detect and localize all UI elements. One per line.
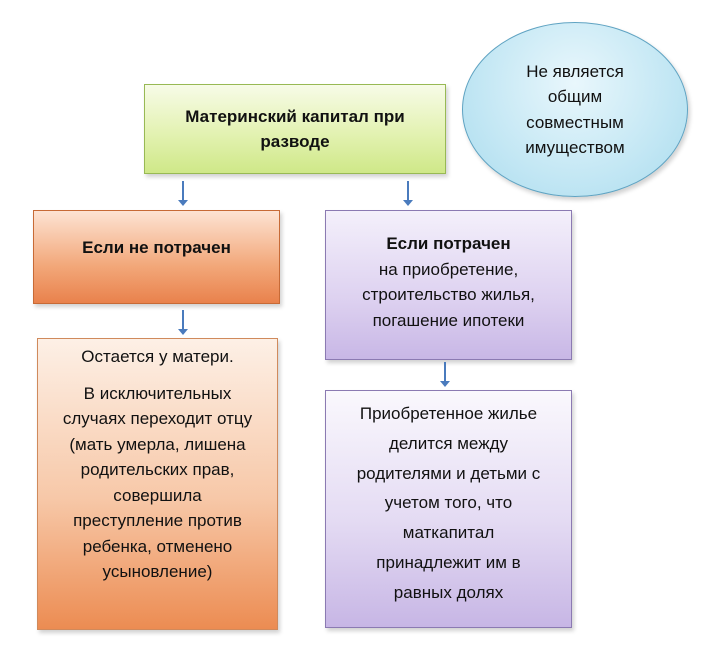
housing-line-1: Приобретенное жилье bbox=[359, 404, 538, 423]
housing-line-6: принадлежит им в bbox=[376, 552, 521, 572]
housing-line-4: учетом того, что bbox=[384, 493, 513, 513]
mother-exception-text: В исключительных случаях переходит отцу … bbox=[63, 381, 252, 585]
housing-line-5: маткапитал bbox=[402, 523, 495, 542]
not-spent-heading: Если не потрачен bbox=[82, 238, 231, 257]
not-spent-box: Если не потрачен bbox=[33, 210, 280, 304]
mother-box: Остается у матери. В исключительных случ… bbox=[37, 338, 278, 630]
mother-line-4: родительских прав, bbox=[80, 460, 235, 479]
title-box: Материнский капитал при разводе bbox=[144, 84, 446, 174]
arrow-spent-to-housing bbox=[440, 362, 450, 388]
mother-line-1: В исключительных bbox=[83, 383, 232, 403]
mother-first-line: Остается у матери. bbox=[81, 347, 234, 366]
mother-line-6: преступление против bbox=[73, 511, 242, 530]
note-circle: Не является общим совместным имуществом bbox=[462, 22, 688, 197]
mother-line-8: усыновление) bbox=[102, 562, 213, 581]
note-line-3: совместным bbox=[526, 112, 624, 132]
title-line-2: разводе bbox=[260, 132, 330, 151]
arrow-title-to-spent bbox=[403, 181, 413, 207]
housing-line-7: равных долях bbox=[393, 582, 504, 602]
spent-box: Если потрачен на приобретение, строитель… bbox=[325, 210, 572, 360]
spent-heading: Если потрачен bbox=[386, 234, 511, 253]
housing-line-3: родителями и детьми с bbox=[356, 463, 541, 483]
mother-line-3: (мать умерла, лишена bbox=[69, 434, 246, 454]
housing-box: Приобретенное жилье делится между родите… bbox=[325, 390, 572, 628]
note-line-1: Не является bbox=[526, 61, 624, 81]
mother-line-5: совершила bbox=[113, 485, 202, 505]
arrow-title-to-not-spent bbox=[178, 181, 188, 207]
mother-line-2: случаях переходит отцу bbox=[62, 409, 253, 428]
spent-line-3: погашение ипотеки bbox=[372, 310, 525, 330]
spent-line-2: строительство жилья, bbox=[362, 285, 535, 304]
arrow-not-spent-to-mother bbox=[178, 310, 188, 336]
spent-line-1: на приобретение, bbox=[378, 259, 519, 279]
title-line-1: Материнский капитал при bbox=[185, 106, 405, 126]
mother-line-7: ребенка, отменено bbox=[82, 536, 233, 556]
note-line-4: имуществом bbox=[525, 138, 625, 157]
housing-line-2: делится между bbox=[389, 433, 508, 453]
note-line-2: общим bbox=[547, 87, 603, 106]
